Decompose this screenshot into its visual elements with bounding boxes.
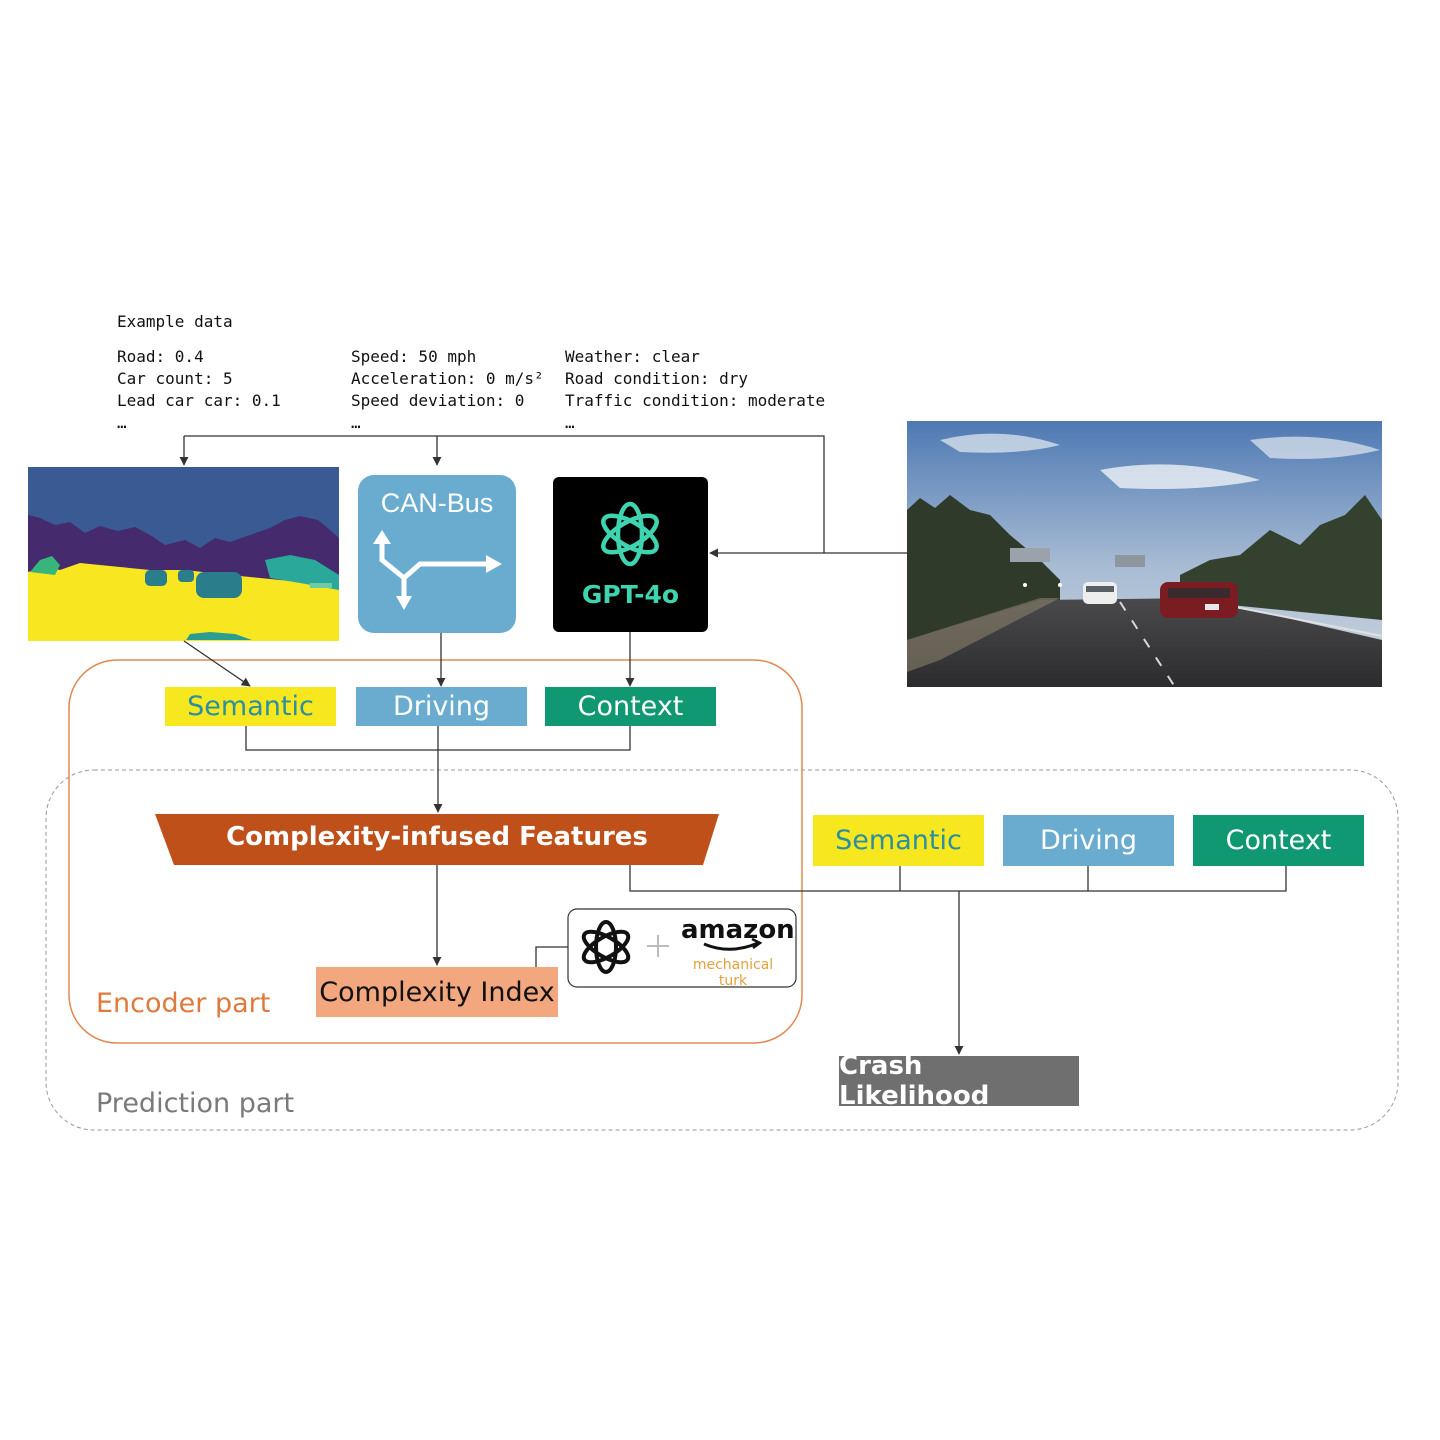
encoder-region-label: Encoder part (96, 988, 271, 1019)
data-feed-line (184, 435, 907, 554)
canbus-arrows-icon (379, 537, 491, 603)
complexity-index-box: Complexity Index (316, 967, 558, 1017)
context-example-lines: Weather: clear Road condition: dry Traff… (565, 346, 825, 434)
canbus-label: CAN-Bus (380, 488, 494, 518)
canbus-box (358, 475, 516, 633)
context-line: Road condition: dry (565, 369, 749, 388)
arrow-seg-to-semantic (183, 640, 251, 687)
encoder-region (68, 659, 803, 1044)
driving-line: Speed deviation: 0 (351, 391, 525, 410)
amazon-smile-icon (703, 941, 759, 951)
driving-line: … (351, 413, 361, 432)
prediction-region (45, 769, 1399, 1131)
encoder-context-tag: Context (545, 687, 716, 726)
example-data-title: Example data (117, 312, 233, 331)
annotator-connector (535, 946, 568, 967)
plus-icon (647, 935, 669, 957)
encoder-driving-tag: Driving (356, 687, 527, 726)
gpt4o-box (553, 477, 708, 632)
prediction-region-label: Prediction part (96, 1088, 295, 1119)
road-photo (907, 421, 1383, 688)
driving-example-lines: Speed: 50 mph Acceleration: 0 m/s² Speed… (351, 346, 544, 434)
semantic-line: Lead car car: 0.1 (117, 391, 281, 410)
gpt4o-label: GPT-4o (581, 580, 680, 609)
prediction-merge-line (629, 865, 1287, 892)
prediction-semantic-tag: Semantic (813, 815, 984, 866)
annotator-box (567, 908, 797, 988)
openai-small-logo-icon (581, 920, 631, 974)
context-line: Traffic condition: moderate (565, 391, 826, 410)
semantic-line: Road: 0.4 (117, 347, 204, 366)
semantic-line: … (117, 413, 127, 432)
features-label: Complexity-infused Features (226, 822, 648, 852)
prediction-driving-tag: Driving (1003, 815, 1174, 866)
crash-likelihood-box: Crash Likelihood (839, 1051, 1079, 1111)
features-shape (155, 814, 719, 865)
segmentation-image (28, 467, 339, 641)
mturk-wordmark: mechanical turk (692, 957, 774, 989)
amazon-wordmark: amazon (681, 915, 795, 945)
driving-line: Speed: 50 mph (351, 347, 477, 366)
semantic-example-lines: Road: 0.4 Car count: 5 Lead car car: 0.1… (117, 346, 281, 434)
openai-logo-icon (601, 501, 659, 567)
driving-line: Acceleration: 0 m/s² (351, 369, 544, 388)
context-line: Weather: clear (565, 347, 700, 366)
encoder-semantic-tag: Semantic (165, 687, 336, 726)
context-line: … (565, 413, 575, 432)
prediction-context-tag: Context (1193, 815, 1364, 866)
semantic-line: Car count: 5 (117, 369, 233, 388)
